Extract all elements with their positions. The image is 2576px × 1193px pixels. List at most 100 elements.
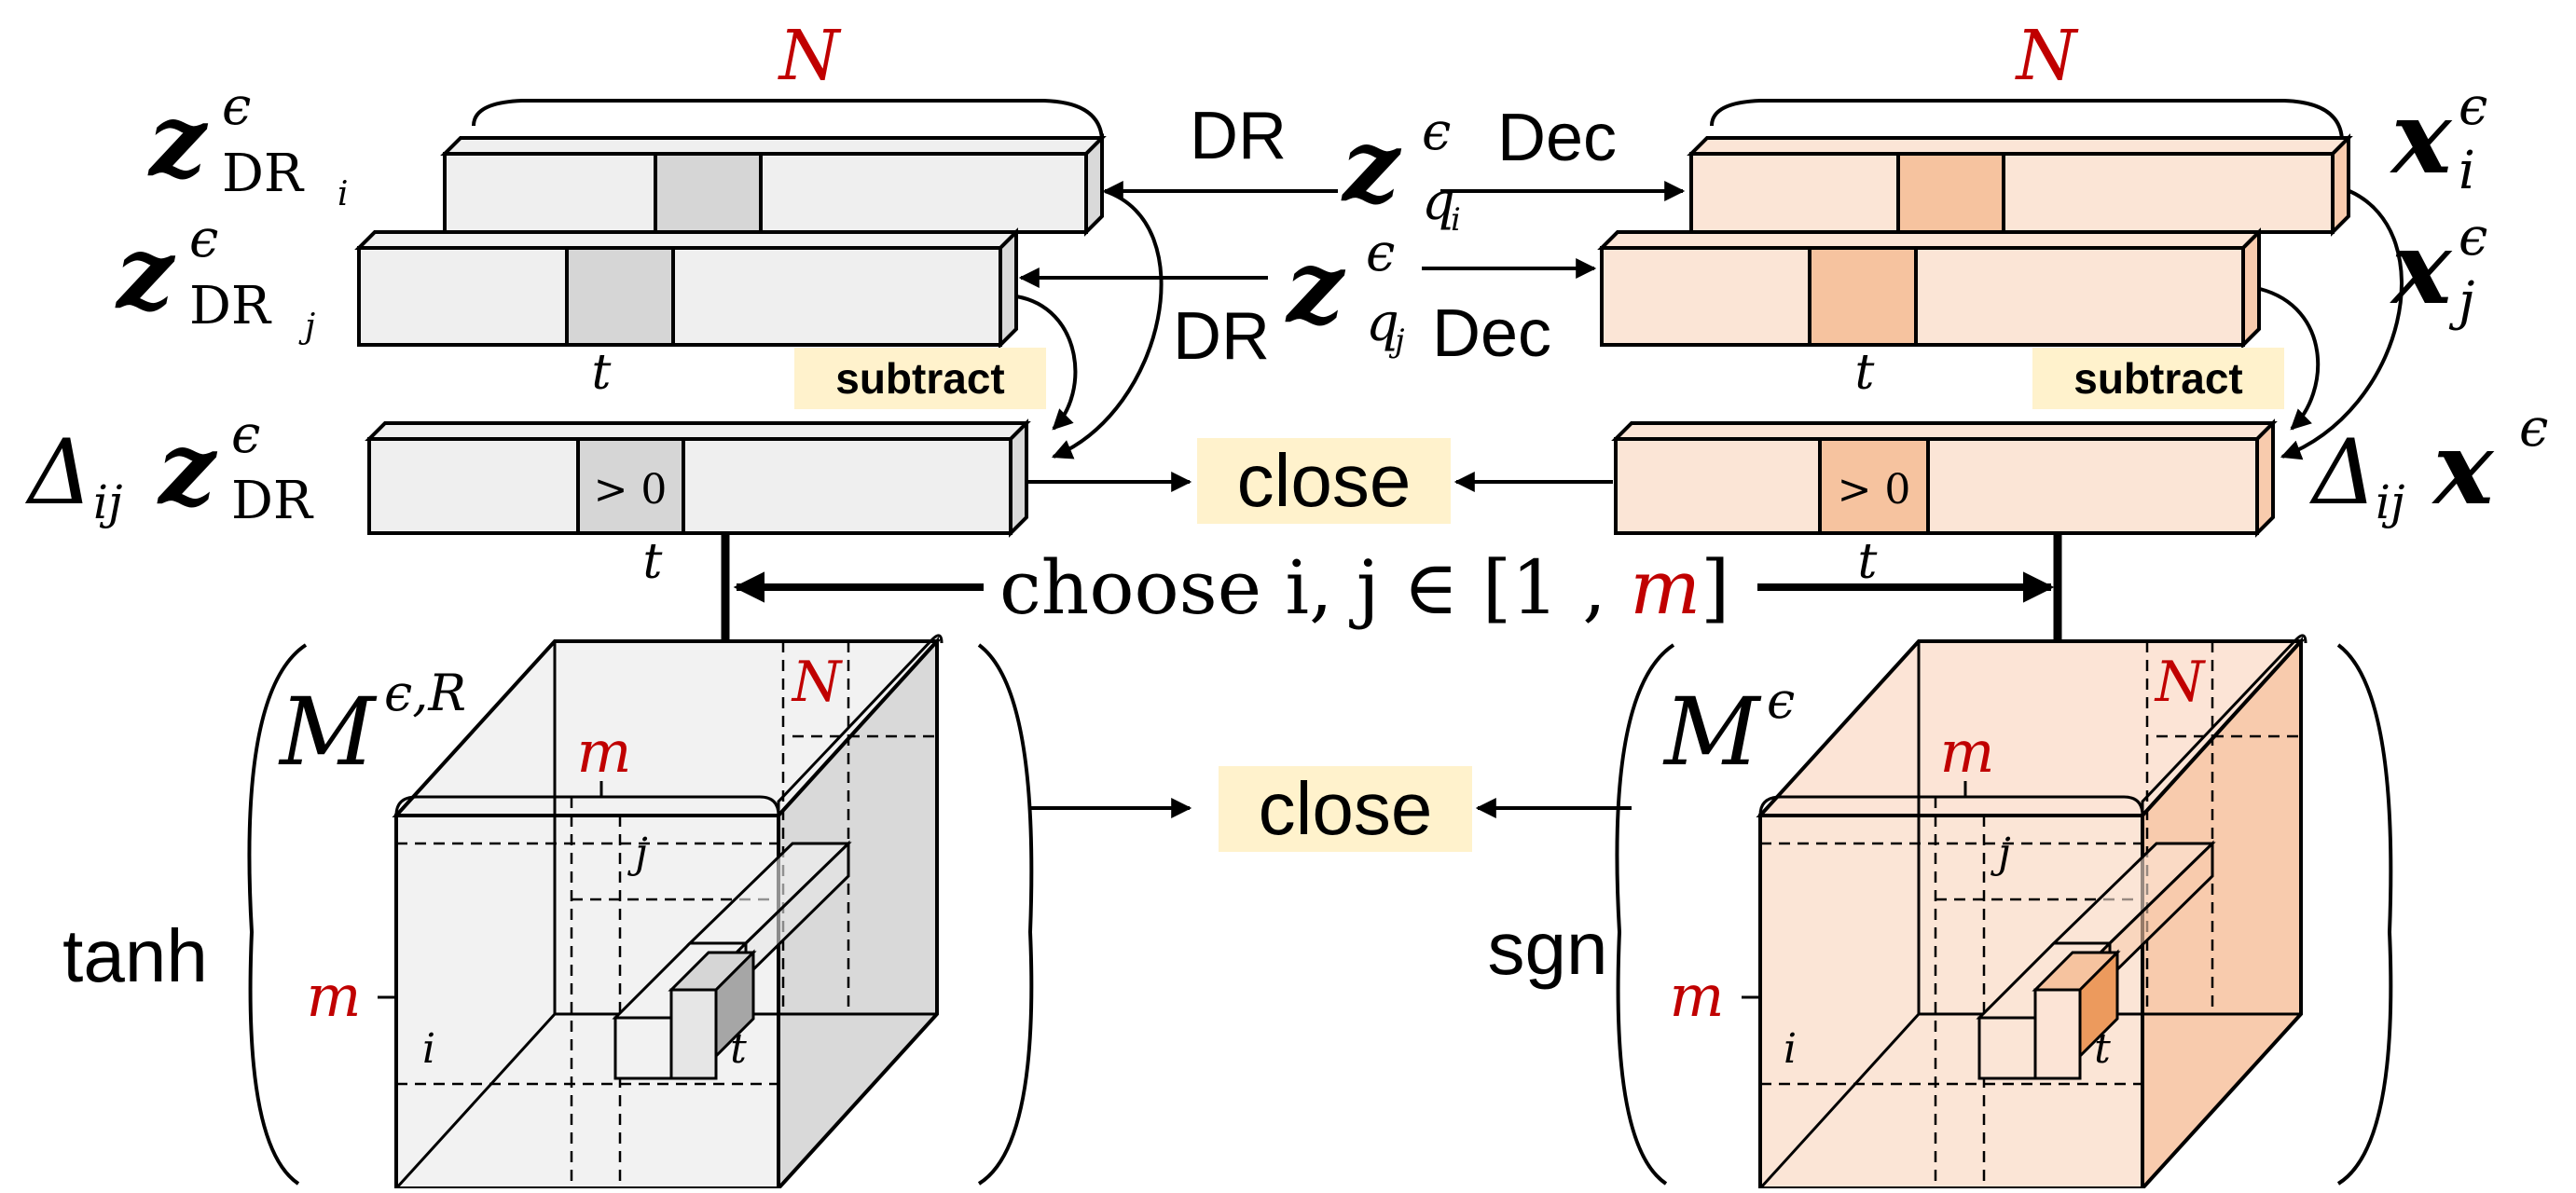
svg-text:choose i, j ∈ [1 , m]: choose i, j ∈ [1 , m] xyxy=(999,544,1729,631)
svg-text:ij: ij xyxy=(93,475,123,529)
dr-label-top: DR xyxy=(1190,99,1287,173)
svg-text:x: x xyxy=(2390,79,2453,197)
svg-text:i: i xyxy=(337,175,349,213)
svg-text:M: M xyxy=(1662,678,1762,787)
paren-left-open xyxy=(247,643,308,1186)
svg-text:ϵ: ϵ xyxy=(231,405,260,465)
svg-text:Δ: Δ xyxy=(24,420,92,525)
label-x-i: x ϵ i xyxy=(2390,76,2487,201)
label-delta-x: Δ ij x ϵ xyxy=(2308,398,2548,529)
svg-text:DR: DR xyxy=(189,276,272,336)
cube-right xyxy=(1742,634,2307,1193)
bar-delta-x xyxy=(1611,418,2278,538)
svg-text:i: i xyxy=(2459,141,2475,201)
subtract-curve-left-outer xyxy=(1051,189,1164,459)
sgn-label: sgn xyxy=(1488,907,1608,990)
svg-text:ϵ: ϵ xyxy=(1767,671,1795,730)
svg-text:ϵ: ϵ xyxy=(189,209,218,269)
svg-text:z: z xyxy=(1341,107,1402,225)
n-brace-left xyxy=(472,99,1104,141)
svg-text:q: q xyxy=(1366,293,1399,353)
svg-text:ij: ij xyxy=(2376,475,2405,529)
subtract-label-left: subtract xyxy=(835,354,1004,403)
bar-delta-z-dr xyxy=(365,418,1031,538)
m-label-right-top: m xyxy=(1940,718,1995,786)
right-branch: N t > 0 t subtract x ϵ i xyxy=(1488,16,2548,1193)
svg-text:ϵ: ϵ xyxy=(2519,398,2548,459)
svg-text:ϵ: ϵ xyxy=(1366,223,1395,283)
svg-text:z: z xyxy=(115,214,176,332)
n-label-cube-left: N xyxy=(791,650,844,715)
paren-right-close xyxy=(2336,643,2393,1186)
paren-right-open xyxy=(1615,643,1675,1186)
t-label-cube-left: t xyxy=(730,1025,747,1073)
bar-z-dr-i xyxy=(440,133,1107,237)
t-label-delta-right: t xyxy=(1858,534,1878,590)
n-brace-right xyxy=(1710,99,2344,141)
i-label-left: i xyxy=(422,1025,435,1073)
svg-text:x: x xyxy=(2431,410,2495,528)
dr-label-bottom: DR xyxy=(1173,299,1270,374)
m-label-right-side: m xyxy=(1670,962,1725,1030)
label-x-j: x ϵ j xyxy=(2390,207,2487,332)
svg-text:z: z xyxy=(1285,228,1346,346)
label-z-dr-i: z ϵ DR i xyxy=(147,76,349,213)
subtract-box-right xyxy=(2032,348,2284,409)
svg-text:x: x xyxy=(2390,210,2453,327)
i-label-right: i xyxy=(1784,1025,1797,1073)
cube-left xyxy=(378,634,944,1193)
left-branch: N t > 0 t subtract xyxy=(24,16,1192,1193)
middle-labels: DR DR Dec Dec z ϵ q i z ϵ q j close clos… xyxy=(733,99,2055,852)
svg-text:M: M xyxy=(278,678,378,787)
dec-label-top: Dec xyxy=(1497,101,1617,175)
close-label-bottom: close xyxy=(1259,767,1433,850)
n-label-cube-right: N xyxy=(2154,650,2207,715)
subtract-curve-left-inner xyxy=(1015,295,1078,431)
close-box-top xyxy=(1197,438,1451,524)
svg-text:q: q xyxy=(1422,171,1455,232)
dec-label-bottom: Dec xyxy=(1432,296,1551,371)
t-label-delta-left: t xyxy=(643,534,663,590)
choose-text: choose i, j ∈ [1 , m] xyxy=(999,544,1729,631)
n-label-right: N xyxy=(2015,16,2079,96)
svg-text:ϵ: ϵ xyxy=(222,76,251,137)
label-z-q-j: z ϵ q j xyxy=(1285,223,1405,360)
svg-text:j: j xyxy=(2448,271,2474,332)
svg-text:z: z xyxy=(147,82,209,199)
subtract-box-left xyxy=(794,348,1046,409)
svg-text:j: j xyxy=(298,308,315,346)
close-box-bottom xyxy=(1219,766,1472,852)
label-z-q-i: z ϵ q i xyxy=(1341,102,1461,239)
m-label-left-side: m xyxy=(307,962,362,1030)
svg-text:ϵ: ϵ xyxy=(2459,76,2487,137)
paren-left-close xyxy=(977,643,1034,1186)
label-delta-z-dr: Δ ij z ϵ DR xyxy=(24,405,314,531)
svg-text:i: i xyxy=(1451,201,1461,239)
subtract-label-right: subtract xyxy=(2073,354,2242,403)
svg-text:ϵ: ϵ xyxy=(2459,207,2487,267)
label-m-eps: M ϵ xyxy=(1662,671,1795,787)
label-m-eps-r: M ϵ,R xyxy=(278,664,466,787)
n-label-left: N xyxy=(778,16,842,96)
close-label-top: close xyxy=(1237,439,1412,522)
m-label-left-top: m xyxy=(577,718,632,786)
bar-x-j xyxy=(1597,227,2264,350)
gt0-label-right: > 0 xyxy=(1838,466,1911,514)
gt0-label-left: > 0 xyxy=(594,466,668,514)
svg-text:DR: DR xyxy=(231,471,314,531)
label-z-dr-j: z ϵ DR j xyxy=(115,209,315,346)
t-label-cube-right: t xyxy=(2094,1025,2111,1073)
svg-text:ϵ,R: ϵ,R xyxy=(384,664,466,722)
subtract-curve-right-inner xyxy=(2259,287,2321,431)
svg-text:z: z xyxy=(157,410,218,528)
svg-text:Δ: Δ xyxy=(2308,420,2376,525)
subtract-curve-right-outer xyxy=(2280,189,2404,460)
t-label-bar-j-left: t xyxy=(592,345,612,401)
tanh-label: tanh xyxy=(62,914,208,997)
bar-z-dr-j xyxy=(354,227,1021,350)
svg-text:DR: DR xyxy=(222,144,305,204)
bar-x-i xyxy=(1687,133,2353,237)
svg-text:ϵ: ϵ xyxy=(1422,102,1451,162)
